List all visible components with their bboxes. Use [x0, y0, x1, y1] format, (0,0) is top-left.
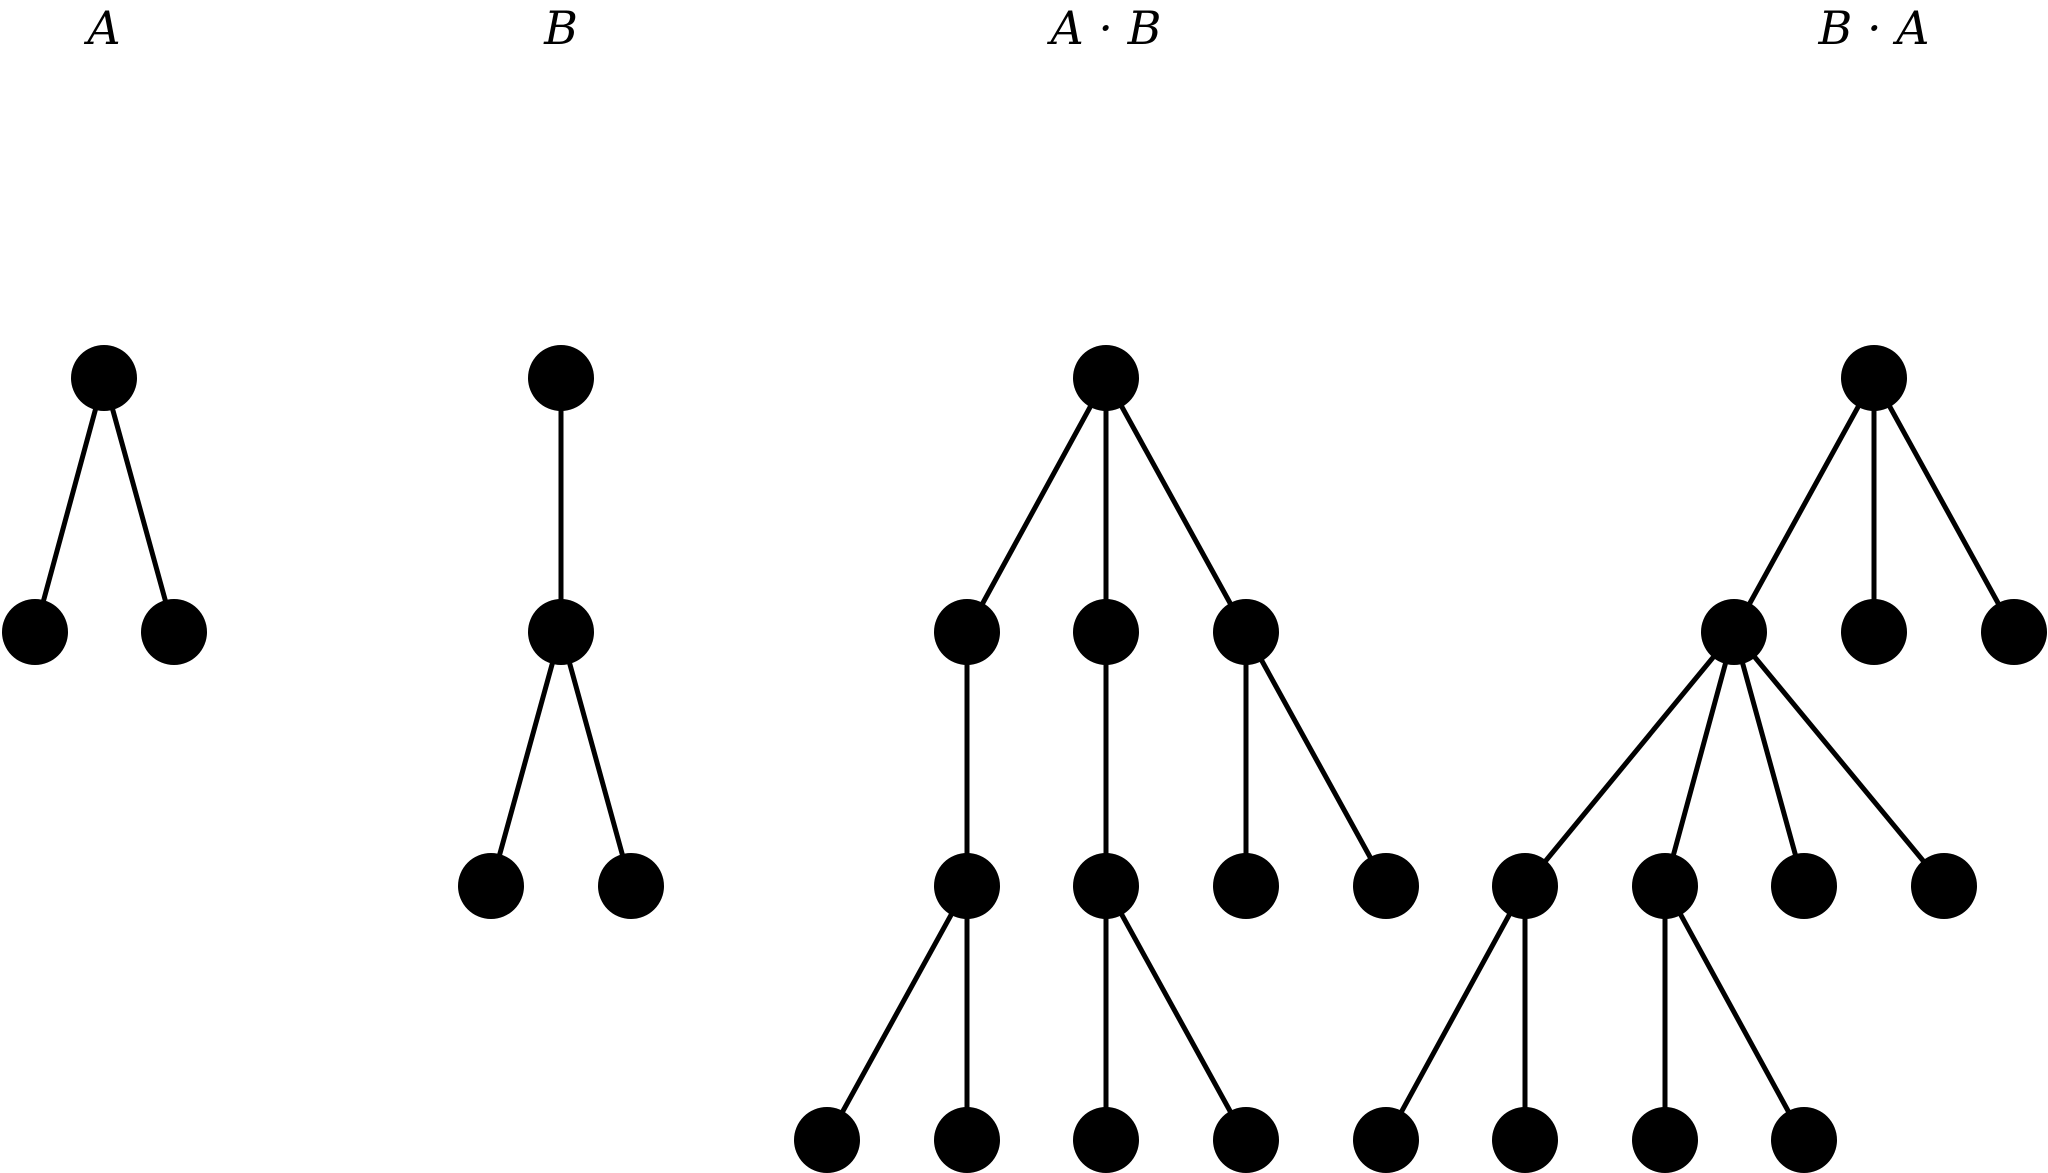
node-ba-a2	[1632, 853, 1698, 919]
node-b-m	[528, 599, 594, 665]
node-ab-r	[1073, 345, 1139, 411]
node-ba-c	[1981, 599, 2047, 665]
node-b-c1	[458, 853, 524, 919]
node-ab-b1y	[1213, 1107, 1279, 1173]
node-b-c2	[598, 853, 664, 919]
labels-layer: A B A · B B · A	[83, 1, 1929, 55]
node-ab-c2	[1353, 853, 1419, 919]
node-ab-a1x	[794, 1107, 860, 1173]
node-ba-a2x	[1632, 1107, 1698, 1173]
edge-ba-a-a4	[1732, 630, 1946, 888]
node-ba-a2y	[1771, 1107, 1837, 1173]
edge-b-m-c2	[558, 631, 634, 887]
edge-ba-a2-a2y	[1662, 884, 1807, 1142]
node-ba-a	[1701, 599, 1767, 665]
edges-layer	[32, 376, 2017, 1142]
node-ba-b	[1841, 599, 1907, 665]
edge-ba-r-a	[1731, 376, 1877, 634]
node-ab-c1	[1213, 853, 1279, 919]
node-ba-a1y	[1492, 1107, 1558, 1173]
edge-ab-a1-a1x	[824, 884, 970, 1142]
node-ba-a3	[1771, 853, 1837, 919]
edge-a-r-c2	[101, 377, 177, 633]
node-ba-a1x	[1353, 1107, 1419, 1173]
edge-ab-c-c2	[1243, 630, 1389, 888]
tree-label-b: B	[543, 1, 578, 55]
node-a-c1	[2, 599, 68, 665]
node-ba-a4	[1911, 853, 1977, 919]
tree-label-b-dot-a: B · A	[1818, 1, 1930, 55]
edge-a-r-c1	[32, 377, 107, 633]
node-ab-b1x	[1073, 1107, 1139, 1173]
edge-b-m-c1	[488, 631, 564, 887]
node-b-r	[528, 345, 594, 411]
node-ab-a1y	[934, 1107, 1000, 1173]
node-ba-a1	[1492, 853, 1558, 919]
edge-ba-a-a3	[1731, 631, 1807, 887]
node-ab-b	[1073, 599, 1139, 665]
nodes-layer	[2, 345, 2047, 1173]
node-ab-b1	[1073, 853, 1139, 919]
node-ab-a	[934, 599, 1000, 665]
tree-label-a: A	[83, 1, 120, 55]
node-ab-a1	[934, 853, 1000, 919]
node-ab-c	[1213, 599, 1279, 665]
edge-ba-r-c	[1871, 376, 2017, 634]
node-a-c2	[141, 599, 207, 665]
edge-ba-a-a2	[1662, 631, 1737, 887]
edge-ab-r-c	[1103, 376, 1249, 634]
edge-ba-a1-a1x	[1383, 884, 1528, 1142]
edge-ab-b1-b1y	[1103, 884, 1249, 1142]
node-a-r	[71, 345, 137, 411]
node-ba-r	[1841, 345, 1907, 411]
tree-label-a-dot-b: A · B	[1047, 1, 1162, 55]
edge-ab-r-a	[964, 376, 1109, 634]
edge-ba-a-a1	[1523, 630, 1736, 888]
